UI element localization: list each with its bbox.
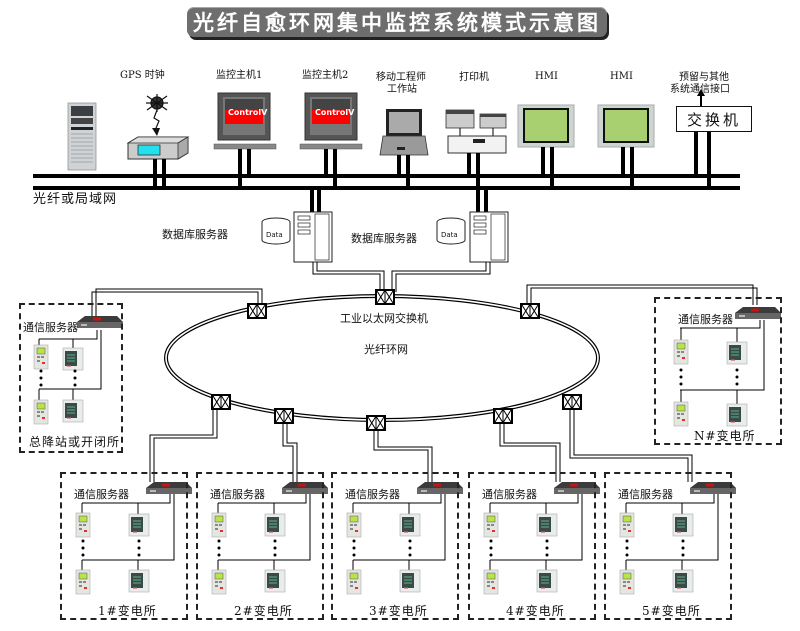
monitor-host-2-label: 监控主机2 (302, 70, 349, 81)
station-1-name: 1#变电所 (98, 604, 157, 618)
station-main: 通信服务器 总降站或开闭所 (19, 303, 123, 453)
station-3: 通信服务器 3#变电所 (331, 472, 459, 620)
station-3-devices (346, 482, 463, 595)
station-1-devices (75, 482, 192, 595)
db-server-2-label: 数据库服务器 (351, 232, 417, 245)
station-main-server-label: 通信服务器 (23, 321, 78, 334)
monitor-2-screen-text: ControlV (315, 108, 355, 117)
reserved-label-2: 系统通信接口 (670, 84, 730, 95)
station-5: 通信服务器 5#变电所 (604, 472, 732, 620)
reserved-label-1: 预留与其他 (679, 72, 729, 83)
station-2-name: 2#变电所 (234, 604, 293, 618)
hmi-1-label: HMI (535, 71, 558, 82)
monitor-1-screen-text: ControlV (228, 108, 268, 117)
monitor-host-1-icon (213, 92, 277, 188)
workstation-label-2: 工作站 (387, 84, 417, 95)
ring-switch-lower-left (210, 393, 232, 411)
ring-switch-bottom-3 (492, 407, 514, 425)
station-4-server-label: 通信服务器 (482, 488, 537, 501)
ring-switch-bottom-1 (273, 407, 295, 425)
ring-switch-upper-right (519, 302, 541, 320)
station-main-devices (33, 316, 123, 425)
station-2: 通信服务器 2#变电所 (196, 472, 324, 620)
ring-switch-upper-left (246, 302, 268, 320)
station-3-name: 3#变电所 (369, 604, 428, 618)
station-4-devices (483, 482, 600, 595)
station-n-server-label: 通信服务器 (678, 313, 733, 326)
station-4: 通信服务器 4#变电所 (468, 472, 596, 620)
db-disk-2-label: Data (441, 231, 458, 239)
hmi-2-icon (597, 104, 655, 188)
station-n-devices (673, 307, 781, 427)
server-tower-icon (67, 102, 97, 171)
uplink-arrow-icon (694, 89, 711, 188)
monitor-host-1-label: 监控主机1 (216, 70, 263, 81)
workstation-label-1: 移动工程师 (376, 72, 426, 83)
station-1-server-label: 通信服务器 (74, 488, 129, 501)
ring-links (91, 284, 758, 482)
exchange-switch: 交换机 (676, 106, 752, 132)
ring-switch-bottom-2 (365, 414, 387, 432)
printer-label: 打印机 (459, 72, 489, 83)
station-2-server-label: 通信服务器 (210, 488, 265, 501)
laptop-icon (379, 109, 429, 188)
ring-switch-top (374, 288, 396, 306)
network-label: 光纤或局域网 (33, 192, 118, 207)
station-5-devices (619, 482, 736, 595)
station-n-name: N#变电所 (694, 429, 756, 443)
gps-clock-icon (126, 94, 190, 188)
ring-switch-label: 工业以太网交换机 (340, 312, 428, 325)
station-3-server-label: 通信服务器 (345, 488, 400, 501)
ring-switch-lower-right (561, 393, 583, 411)
ring-label: 光纤环网 (364, 343, 408, 356)
station-4-name: 4#变电所 (506, 604, 565, 618)
station-5-name: 5#变电所 (642, 604, 701, 618)
diagram-title: 光纤自愈环网集中监控系统模式示意图 (193, 11, 601, 35)
monitor-host-2-icon (299, 92, 363, 188)
hmi-1-icon (517, 104, 575, 188)
db-server-2-icon (391, 188, 509, 292)
hmi-2-label: HMI (610, 71, 633, 82)
db-server-1-icon (261, 188, 385, 292)
station-2-devices (211, 482, 328, 595)
printer-icon (445, 109, 507, 203)
station-n: 通信服务器 N#变电所 (654, 297, 782, 445)
gps-clock-label: GPS 时钟 (120, 70, 165, 81)
title-banner: 光纤自愈环网集中监控系统模式示意图 (187, 7, 607, 37)
db-disk-1-label: Data (266, 231, 283, 239)
db-server-1-label: 数据库服务器 (162, 228, 228, 241)
station-1: 通信服务器 1#变电所 (60, 472, 188, 620)
station-5-server-label: 通信服务器 (618, 488, 673, 501)
station-main-name: 总降站或开闭所 (29, 435, 121, 449)
